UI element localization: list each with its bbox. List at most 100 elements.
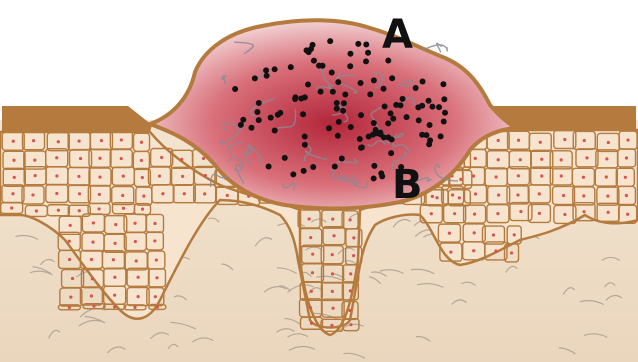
lesion-dot bbox=[381, 86, 387, 92]
cell-nucleus bbox=[68, 240, 71, 243]
lesion-dot bbox=[232, 86, 238, 92]
lesion-dot bbox=[332, 164, 338, 170]
cell-nucleus bbox=[204, 174, 207, 177]
lesion-dot bbox=[290, 171, 296, 177]
lesion-dot bbox=[302, 142, 308, 148]
cell-nucleus bbox=[55, 174, 58, 177]
cell-nucleus bbox=[114, 223, 117, 226]
cell-nucleus bbox=[135, 259, 138, 262]
lesion-dot bbox=[438, 133, 444, 139]
lesion-dot bbox=[334, 100, 340, 106]
lesion-dot bbox=[318, 89, 324, 95]
lesion-dot bbox=[263, 67, 269, 73]
lesion-dot bbox=[288, 64, 294, 70]
cell-nucleus bbox=[606, 195, 609, 198]
cell-nucleus bbox=[539, 141, 542, 144]
cell-nucleus bbox=[91, 277, 94, 280]
cell-nucleus bbox=[112, 258, 115, 261]
lesion-dot bbox=[254, 109, 260, 115]
cell-nucleus bbox=[451, 193, 454, 196]
lesion-dot bbox=[282, 155, 288, 161]
lesion-dot bbox=[423, 132, 429, 138]
lesion-dot bbox=[304, 47, 310, 53]
lesion-dot bbox=[393, 102, 399, 108]
cell-nucleus bbox=[605, 175, 608, 178]
lesion-dot bbox=[441, 96, 447, 102]
skin-surface-left bbox=[2, 106, 152, 132]
cell-nucleus bbox=[331, 218, 334, 221]
cell-nucleus bbox=[133, 222, 136, 225]
lesion-dot bbox=[335, 79, 341, 85]
lesion-dot bbox=[385, 58, 391, 64]
lesion-dot bbox=[358, 80, 364, 86]
cell-nucleus bbox=[332, 234, 335, 237]
cell-nucleus bbox=[453, 212, 456, 215]
cell-nucleus bbox=[98, 157, 101, 160]
cell-nucleus bbox=[92, 221, 95, 224]
cell-nucleus bbox=[90, 294, 93, 297]
lesion-dot bbox=[327, 38, 333, 44]
cell-nucleus bbox=[495, 175, 498, 178]
lesion-dot bbox=[420, 78, 426, 84]
cell-nucleus bbox=[563, 138, 566, 141]
lesion-dot bbox=[358, 112, 364, 118]
cell-nucleus bbox=[137, 295, 140, 298]
cell-nucleus bbox=[538, 192, 541, 195]
cell-nucleus bbox=[562, 194, 565, 197]
cell-nucleus bbox=[349, 272, 352, 275]
cell-nucleus bbox=[430, 212, 433, 215]
cell-nucleus bbox=[98, 193, 101, 196]
cell-nucleus bbox=[137, 276, 140, 279]
lesion-dot bbox=[348, 124, 354, 130]
cell-nucleus bbox=[352, 254, 355, 257]
cell-nucleus bbox=[585, 156, 588, 159]
lesion-dot bbox=[310, 164, 316, 170]
cell-nucleus bbox=[141, 208, 144, 211]
cell-nucleus bbox=[77, 175, 80, 178]
cell-nucleus bbox=[142, 195, 145, 198]
lesion-dot bbox=[440, 81, 446, 87]
lesion-dot bbox=[363, 58, 369, 64]
cell-nucleus bbox=[309, 306, 312, 309]
cell-nucleus bbox=[582, 176, 585, 179]
lesion-dot bbox=[382, 103, 388, 109]
cell-nucleus bbox=[202, 157, 205, 160]
lesion-dot bbox=[388, 150, 394, 156]
cell-nucleus bbox=[31, 193, 34, 196]
lesion-dot bbox=[347, 51, 353, 57]
cell-nucleus bbox=[114, 242, 117, 245]
cell-nucleus bbox=[91, 240, 94, 243]
lesion-dot bbox=[388, 110, 394, 116]
lesion-dot bbox=[355, 41, 361, 47]
cell-nucleus bbox=[310, 290, 313, 293]
lesion-dot bbox=[305, 81, 311, 87]
cell-nucleus bbox=[473, 213, 476, 216]
lesion-dot bbox=[404, 114, 410, 120]
cell-nucleus bbox=[55, 156, 58, 159]
cell-nucleus bbox=[120, 157, 123, 160]
lesion-dot bbox=[416, 117, 422, 123]
cell-nucleus bbox=[78, 192, 81, 195]
cell-nucleus bbox=[153, 222, 156, 225]
cell-nucleus bbox=[448, 232, 451, 235]
cell-nucleus bbox=[352, 236, 355, 239]
cell-nucleus bbox=[310, 322, 313, 325]
cell-nucleus bbox=[497, 139, 500, 142]
cell-nucleus bbox=[155, 258, 158, 261]
lesion-dot bbox=[442, 110, 448, 116]
cell-nucleus bbox=[160, 156, 163, 159]
lesion-dot bbox=[336, 119, 342, 125]
lesion-dot bbox=[366, 134, 372, 140]
cell-nucleus bbox=[134, 240, 137, 243]
cell-nucleus bbox=[519, 158, 522, 161]
cell-nucleus bbox=[349, 323, 352, 326]
cell-nucleus bbox=[492, 233, 495, 236]
cell-nucleus bbox=[113, 294, 116, 297]
cell-nucleus bbox=[133, 306, 136, 309]
cell-nucleus bbox=[12, 140, 15, 143]
cell-nucleus bbox=[510, 251, 513, 254]
cell-nucleus bbox=[473, 231, 476, 234]
lesion-dot bbox=[240, 117, 246, 123]
cell-nucleus bbox=[560, 174, 563, 177]
lesion-dot bbox=[238, 122, 244, 128]
